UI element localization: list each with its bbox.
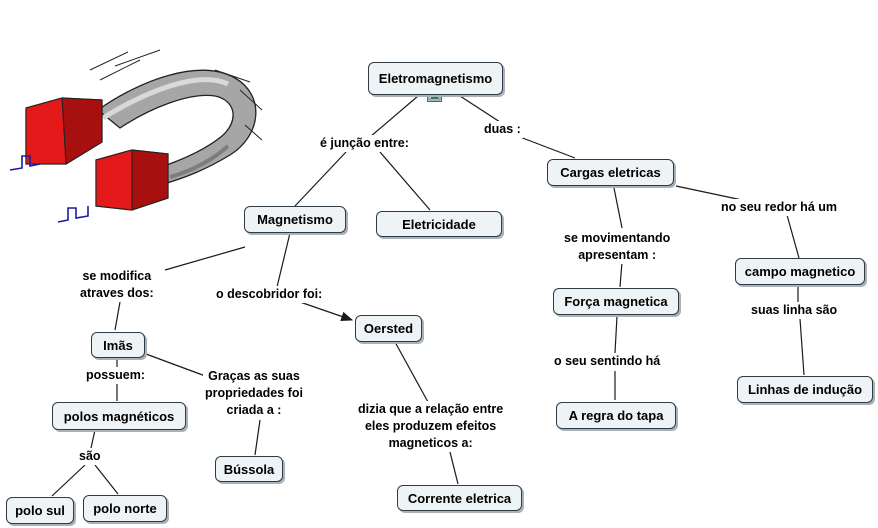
horseshoe-magnet-illustration — [9, 49, 263, 223]
link-duas: duas : — [482, 121, 523, 138]
node-corrente-eletrica[interactable]: Corrente eletrica — [397, 485, 522, 511]
link-dizia: dizia que a relação entre eles produzem … — [356, 401, 506, 452]
node-regra-do-tapa[interactable]: A regra do tapa — [556, 402, 676, 429]
node-cargas-eletricas[interactable]: Cargas eletricas — [547, 159, 674, 186]
node-eletricidade[interactable]: Eletricidade — [376, 211, 502, 237]
node-imas[interactable]: Imãs — [91, 332, 145, 358]
link-sao: são — [77, 448, 103, 465]
link-possuem: possuem: — [84, 367, 148, 384]
node-linhas-de-inducao[interactable]: Linhas de indução — [737, 376, 873, 403]
node-oersted[interactable]: Oersted — [355, 315, 422, 342]
node-bussola[interactable]: Bússola — [215, 456, 283, 482]
node-campo-magnetico[interactable]: campo magnetico — [735, 258, 865, 285]
link-se-modifica: se modifica atraves dos: — [78, 268, 156, 302]
link-e-juncao-entre: é junção entre: — [318, 135, 411, 152]
node-polo-sul[interactable]: polo sul — [6, 497, 74, 524]
link-suas-linha: suas linha são — [749, 302, 840, 319]
link-o-seu-sentindo: o seu sentindo há — [552, 353, 663, 370]
link-no-seu-redor: no seu redor há um — [719, 199, 839, 216]
link-gracas: Graças as suas propriedades foi criada a… — [203, 368, 305, 419]
node-forca-magnetica[interactable]: Força magnetica — [553, 288, 679, 315]
node-magnetismo[interactable]: Magnetismo — [244, 206, 346, 233]
node-eletromagnetismo[interactable]: Eletromagnetismo — [368, 62, 503, 95]
link-se-movimentando: se movimentando apresentam : — [562, 230, 673, 264]
node-polo-norte[interactable]: polo norte — [83, 495, 167, 522]
link-o-descobridor: o descobridor foi: — [214, 286, 325, 303]
node-polos-magneticos[interactable]: polos magnéticos — [52, 402, 186, 430]
